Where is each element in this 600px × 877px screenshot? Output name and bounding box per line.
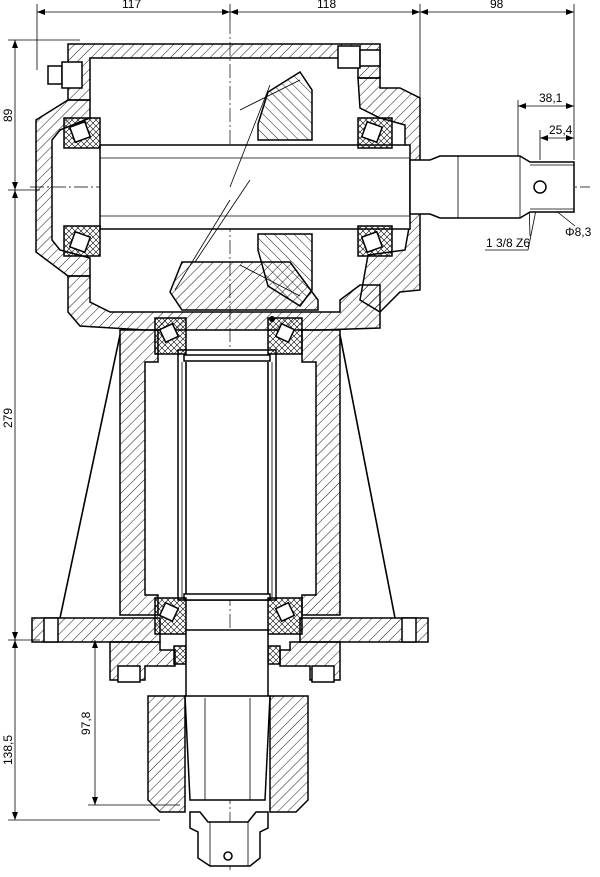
right-input-bearing bbox=[357, 117, 393, 257]
left-dimension-lines bbox=[8, 39, 180, 821]
seal-cap bbox=[109, 641, 341, 683]
dim-89: 89 bbox=[1, 108, 15, 122]
bevel-crown-gear bbox=[169, 84, 319, 311]
output-shaft-stub bbox=[185, 629, 269, 701]
dim-117: 117 bbox=[122, 0, 141, 11]
upper-output-bearing bbox=[154, 316, 303, 355]
lower-output-bearing bbox=[154, 597, 303, 635]
dim-98: 98 bbox=[490, 0, 504, 11]
dim-118: 118 bbox=[317, 0, 336, 11]
dim-279: 279 bbox=[1, 408, 15, 428]
dim-38-1: 38,1 bbox=[539, 91, 563, 105]
dim-hole-diameter: Φ8,3 bbox=[565, 225, 592, 239]
dim-spline-spec: 1 3/8 Z6 bbox=[486, 236, 530, 250]
middle-housing bbox=[31, 329, 429, 643]
dim-138-5: 138,5 bbox=[1, 735, 15, 765]
bottom-spline-end bbox=[189, 811, 269, 867]
left-input-bearing bbox=[63, 117, 101, 257]
top-dimension-lines bbox=[36, 4, 575, 160]
input-shaft bbox=[99, 144, 575, 230]
dim-25-4: 25,4 bbox=[549, 123, 573, 137]
output-hub bbox=[147, 695, 309, 813]
output-shaft bbox=[177, 349, 277, 601]
dim-97-8: 97,8 bbox=[79, 711, 93, 735]
